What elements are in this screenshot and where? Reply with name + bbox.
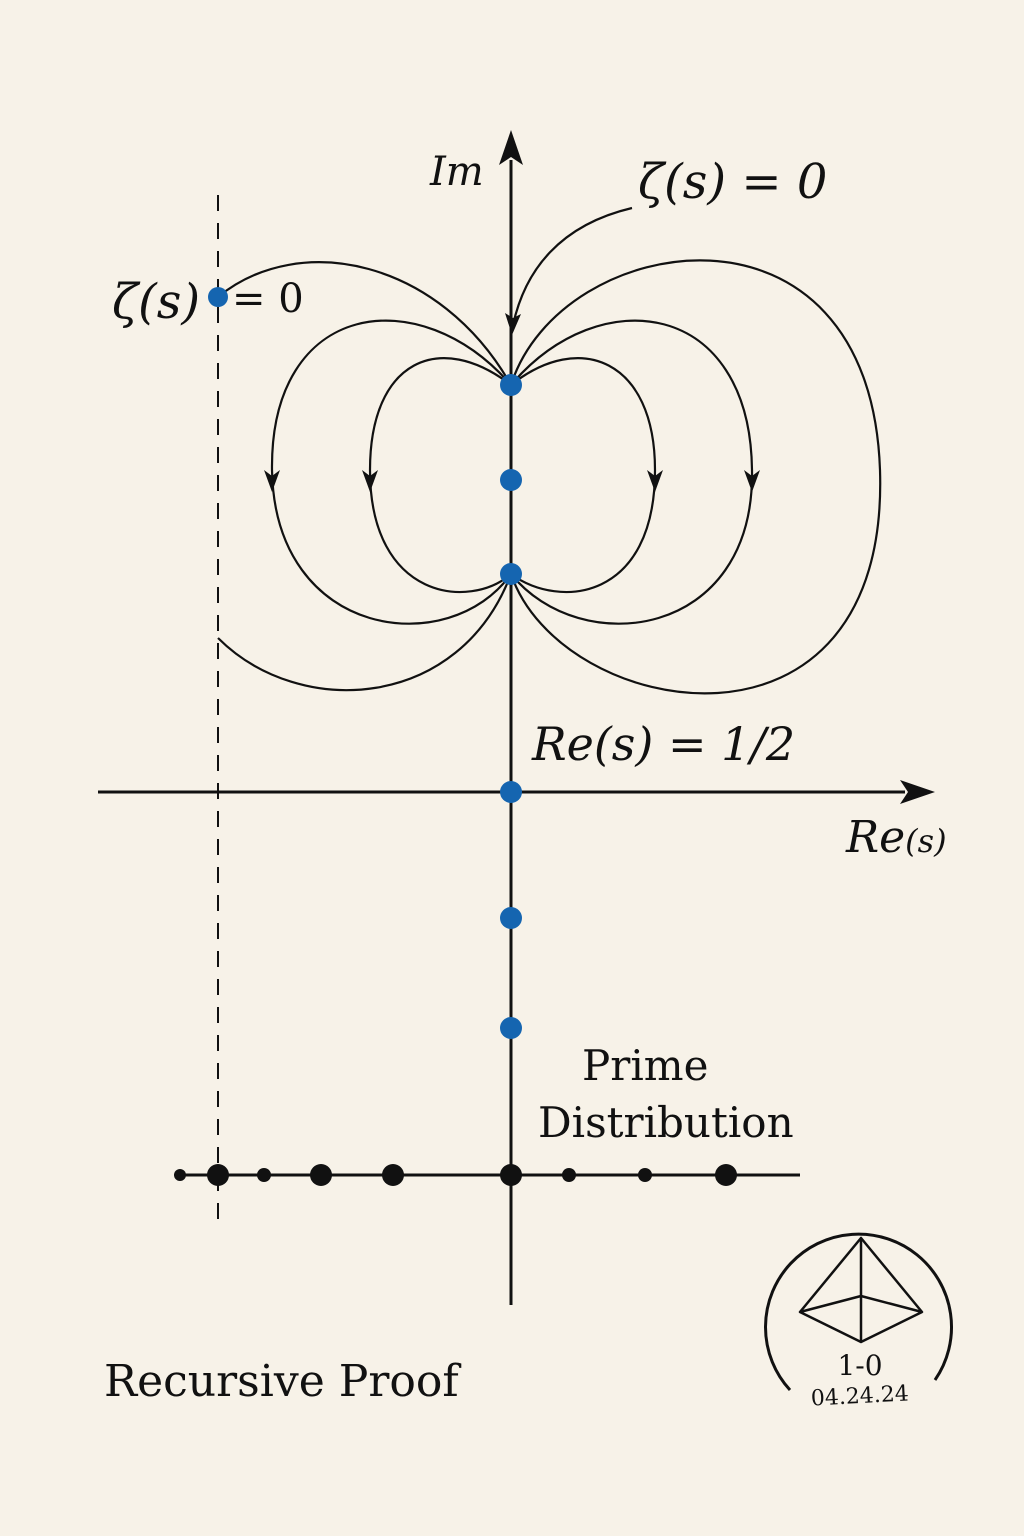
- right-outer-loop: [509, 259, 882, 695]
- pyramid-icon: [798, 1236, 924, 1344]
- arrowhead-left-inner: [362, 470, 378, 492]
- seal-date: 04.24.24: [810, 1381, 909, 1411]
- zero-point: [500, 1017, 522, 1039]
- prime-label-line2: Distribution: [538, 1098, 794, 1147]
- real-axis-label: Re(s): [845, 812, 947, 863]
- imaginary-axis-label: Im: [429, 149, 484, 195]
- zero-annotation-left-eq: = 0: [232, 276, 304, 322]
- prime-dot: [382, 1164, 404, 1186]
- footer-title: Recursive Proof: [104, 1356, 461, 1407]
- prime-dot: [562, 1168, 576, 1182]
- arrowhead-left-middle: [264, 470, 280, 492]
- seal-ring: [764, 1232, 954, 1392]
- flow-curves: [217, 206, 882, 695]
- real-axis-arrowhead: [900, 780, 935, 804]
- arrowhead-right-inner: [647, 470, 663, 492]
- right-inner-loop: [510, 357, 657, 594]
- left-middle-loop: [270, 319, 512, 625]
- prime-label-line1: Prime: [582, 1041, 708, 1090]
- prime-dot: [207, 1164, 229, 1186]
- prime-dot: [715, 1164, 737, 1186]
- seal-score: 1-0: [837, 1349, 882, 1382]
- zeta-zeros: [208, 287, 522, 1039]
- prime-dot: [638, 1168, 652, 1182]
- prime-dot: [174, 1169, 186, 1181]
- left-outer-bottom-curve: [217, 573, 513, 692]
- real-axis-label-arg: (s): [905, 822, 946, 860]
- zero-point: [500, 563, 522, 585]
- zero-annotation-left-zeta: ζ(s): [112, 274, 200, 330]
- zero-point: [500, 469, 522, 491]
- prime-dot: [257, 1168, 271, 1182]
- zero-annotation-top: ζ(s) = 0: [638, 154, 827, 210]
- right-middle-loop: [510, 319, 754, 625]
- annotation-pointer-curve: [511, 206, 633, 326]
- zero-point: [500, 907, 522, 929]
- pointer-arrowhead: [505, 313, 521, 335]
- prime-dots: [174, 1164, 737, 1186]
- critical-line-label: Re(s) = 1/2: [531, 717, 795, 771]
- seal-stamp: 1-0 04.24.24: [764, 1232, 954, 1412]
- prime-dot: [500, 1164, 522, 1186]
- left-outer-curve: [217, 261, 512, 386]
- zero-point: [500, 374, 522, 396]
- arrowhead-right-middle: [744, 470, 760, 492]
- prime-dot: [310, 1164, 332, 1186]
- left-inner-loop: [368, 357, 512, 594]
- zero-point: [500, 781, 522, 803]
- real-axis-label-main: Re: [845, 812, 905, 863]
- zero-point: [208, 287, 228, 307]
- flow-arrowheads: [264, 470, 760, 492]
- imaginary-axis-arrowhead: [499, 130, 523, 165]
